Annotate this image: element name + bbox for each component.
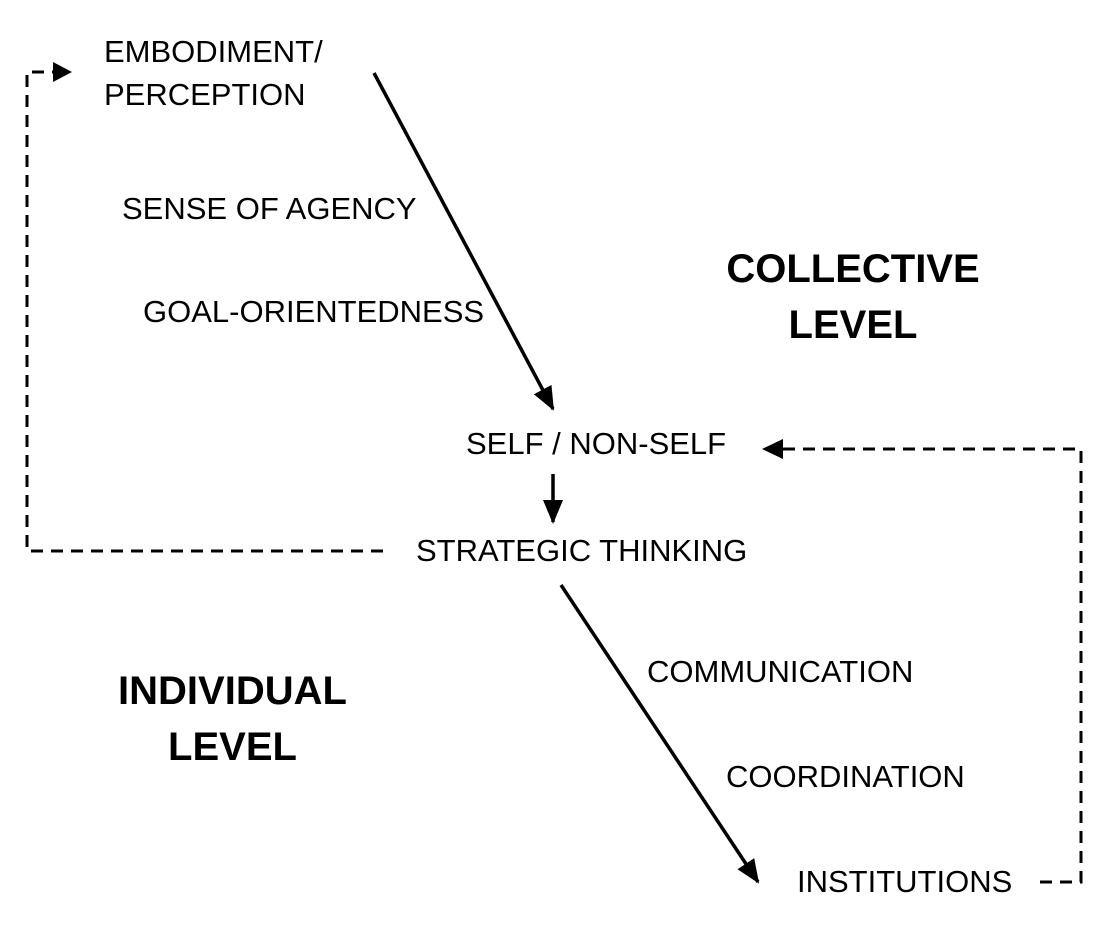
level-individual: INDIVIDUAL LEVEL xyxy=(100,663,365,775)
node-embodiment-line1: EMBODIMENT/ xyxy=(104,34,323,69)
arrow-strategic-to-institutions xyxy=(559,584,760,884)
arrow-embodiment-to-self xyxy=(372,72,555,411)
feedback-self-arrowhead xyxy=(762,439,783,459)
node-communication: COMMUNICATION xyxy=(647,654,914,689)
level-collective-line1: COLLECTIVE xyxy=(726,247,980,291)
node-institutions: INSTITUTIONS xyxy=(797,864,1013,899)
level-collective-line2: LEVEL xyxy=(788,303,918,347)
node-sense-of-agency: SENSE OF AGENCY xyxy=(122,191,417,226)
node-coordination: COORDINATION xyxy=(726,759,965,794)
level-collective: COLLECTIVE LEVEL xyxy=(718,241,988,353)
level-individual-line2: LEVEL xyxy=(168,725,297,769)
node-self-nonself: SELF / NON-SELF xyxy=(466,426,727,461)
level-individual-line1: INDIVIDUAL xyxy=(118,669,347,713)
feedback-embodiment-arrowhead xyxy=(53,62,72,82)
node-goal-orientedness: GOAL-ORIENTEDNESS xyxy=(143,294,485,329)
node-strategic-thinking: STRATEGIC THINKING xyxy=(416,533,748,568)
node-embodiment-line2: PERCEPTION xyxy=(104,77,306,112)
feedback-institutions-to-self xyxy=(782,447,1083,884)
